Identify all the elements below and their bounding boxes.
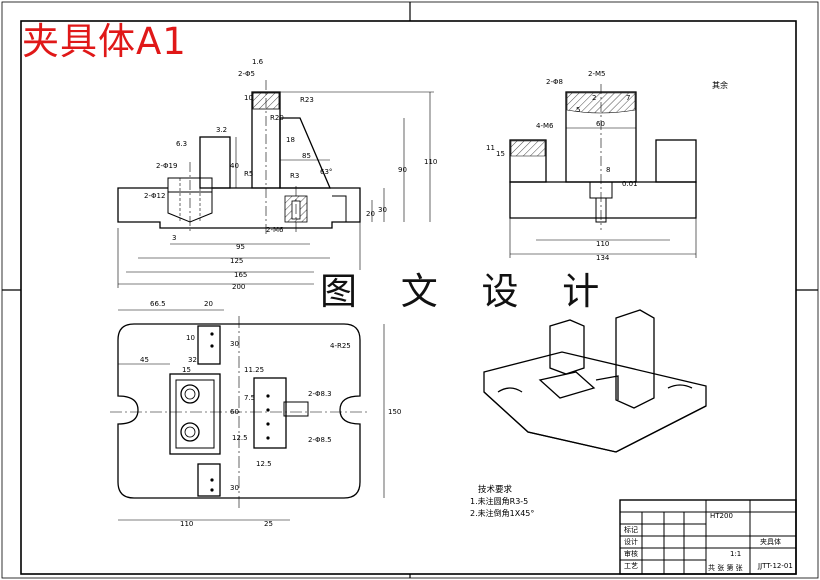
dim-front-r3: R3 (290, 172, 299, 180)
top-view (110, 309, 385, 521)
tech-requirement-item: 1.未注圆角R3-5 (470, 497, 529, 506)
dim-side-001: 0.01 (622, 180, 638, 188)
dim-front-30: 30 (378, 206, 387, 214)
title-block-row-2: 审核 (624, 549, 638, 558)
dim-front-165: 165 (234, 271, 247, 279)
title-block-drawing-no: JJTT-12-01 (757, 562, 793, 570)
dim-top-12-5: 12.5 (256, 460, 272, 468)
drawing-frame (20, 20, 797, 575)
dim-front-overall: 200 (232, 283, 245, 291)
dim-side-11: 11 (486, 144, 495, 152)
dim-front-110: 110 (424, 158, 437, 166)
dim-front-3: 3 (172, 234, 176, 242)
dim-top-30-b: 30 (230, 484, 239, 492)
technical-requirements: 技术要求 1.未注圆角R3-5 2.未注倒角1X45° (470, 484, 534, 520)
dim-front-angle: 63° (320, 168, 332, 176)
dim-side-110: 110 (596, 240, 609, 248)
roughness-front-a: 6.3 (176, 140, 187, 148)
dim-front-r20: R20 (270, 114, 284, 122)
dim-top-32: 32 (188, 356, 197, 364)
drawing-title: 夹具体A1 (22, 20, 187, 63)
title-block-part-name: 夹具体 (760, 537, 781, 546)
dim-top-30: 30 (230, 340, 239, 348)
roughness-front-c: 1.6 (252, 58, 264, 66)
title-block (619, 499, 797, 575)
front-view (117, 80, 434, 288)
dim-side-134: 134 (596, 254, 610, 262)
title-block-row-3: 工艺 (624, 562, 638, 570)
dim-top-60: 60 (230, 408, 239, 416)
dim-front-40: 40 (230, 162, 239, 170)
title-block-scale: 1:1 (730, 550, 741, 558)
dim-side-60: 60 (596, 120, 605, 128)
dim-top-25: 25 (264, 520, 273, 528)
dim-front-holes-19: 2-Φ19 (156, 162, 177, 170)
title-block-footer: 共 张 第 张 (708, 563, 743, 572)
dim-front-20: 20 (366, 210, 375, 218)
dim-front-holes-m6: 2-M6 (266, 226, 284, 234)
dim-front-holes-top: 2-Φ5 (238, 70, 255, 78)
dim-top-110: 110 (180, 520, 193, 528)
dim-side-m5: 2-M5 (588, 70, 605, 78)
dim-top-150: 150 (388, 408, 401, 416)
roughness-note: 其余 (712, 80, 728, 90)
dim-front-95: 95 (236, 243, 245, 251)
title-block-material: HT200 (710, 512, 733, 520)
dim-side-phi8: 2-Φ8 (546, 78, 563, 86)
dim-front-85: 85 (302, 152, 311, 160)
dim-top-10: 10 (186, 334, 195, 342)
dim-top-7-5: 7.5 (244, 394, 255, 402)
tech-requirement-item: 2.未注倒角1X45° (470, 509, 535, 518)
dim-top-15: 15 (182, 366, 191, 374)
isometric-view (483, 309, 707, 453)
dim-front-18: 18 (286, 136, 295, 144)
dim-top-r25: 4-R25 (330, 342, 351, 350)
dim-side-5: 5 (576, 106, 580, 114)
roughness-front-b: 3.2 (216, 126, 227, 134)
dim-top-66-5: 66.5 (150, 300, 166, 308)
dim-top-20: 20 (204, 300, 213, 308)
dim-side-8: 8 (606, 166, 610, 174)
dim-front-r5: R5 (244, 170, 253, 178)
dim-top-11-25: 11.25 (244, 366, 264, 374)
dim-front-10: 10 (244, 94, 253, 102)
watermark-text: 图 文 设 计 (314, 270, 622, 314)
dim-front-r23: R23 (300, 96, 314, 104)
title-block-row-0: 标记 (624, 525, 638, 534)
dim-side-2: 2 (592, 94, 596, 102)
dim-front-90: 90 (398, 166, 407, 174)
dim-front-125: 125 (230, 257, 243, 265)
side-view (509, 84, 697, 258)
dim-top-125: 12.5 (232, 434, 248, 442)
dim-side-7: 7 (626, 94, 630, 102)
dim-side-4m6: 4-M6 (536, 122, 554, 130)
dim-top-phi8: 2-Φ8.3 (308, 390, 332, 398)
dim-top-45: 45 (140, 356, 149, 364)
dim-front-holes-12: 2-Φ12 (144, 192, 165, 200)
dim-side-15: 15 (496, 150, 505, 158)
tech-requirements-heading: 技术要求 (478, 485, 513, 495)
dim-top-phi9: 2-Φ8.5 (308, 436, 332, 444)
title-block-row-1: 设计 (624, 537, 638, 546)
